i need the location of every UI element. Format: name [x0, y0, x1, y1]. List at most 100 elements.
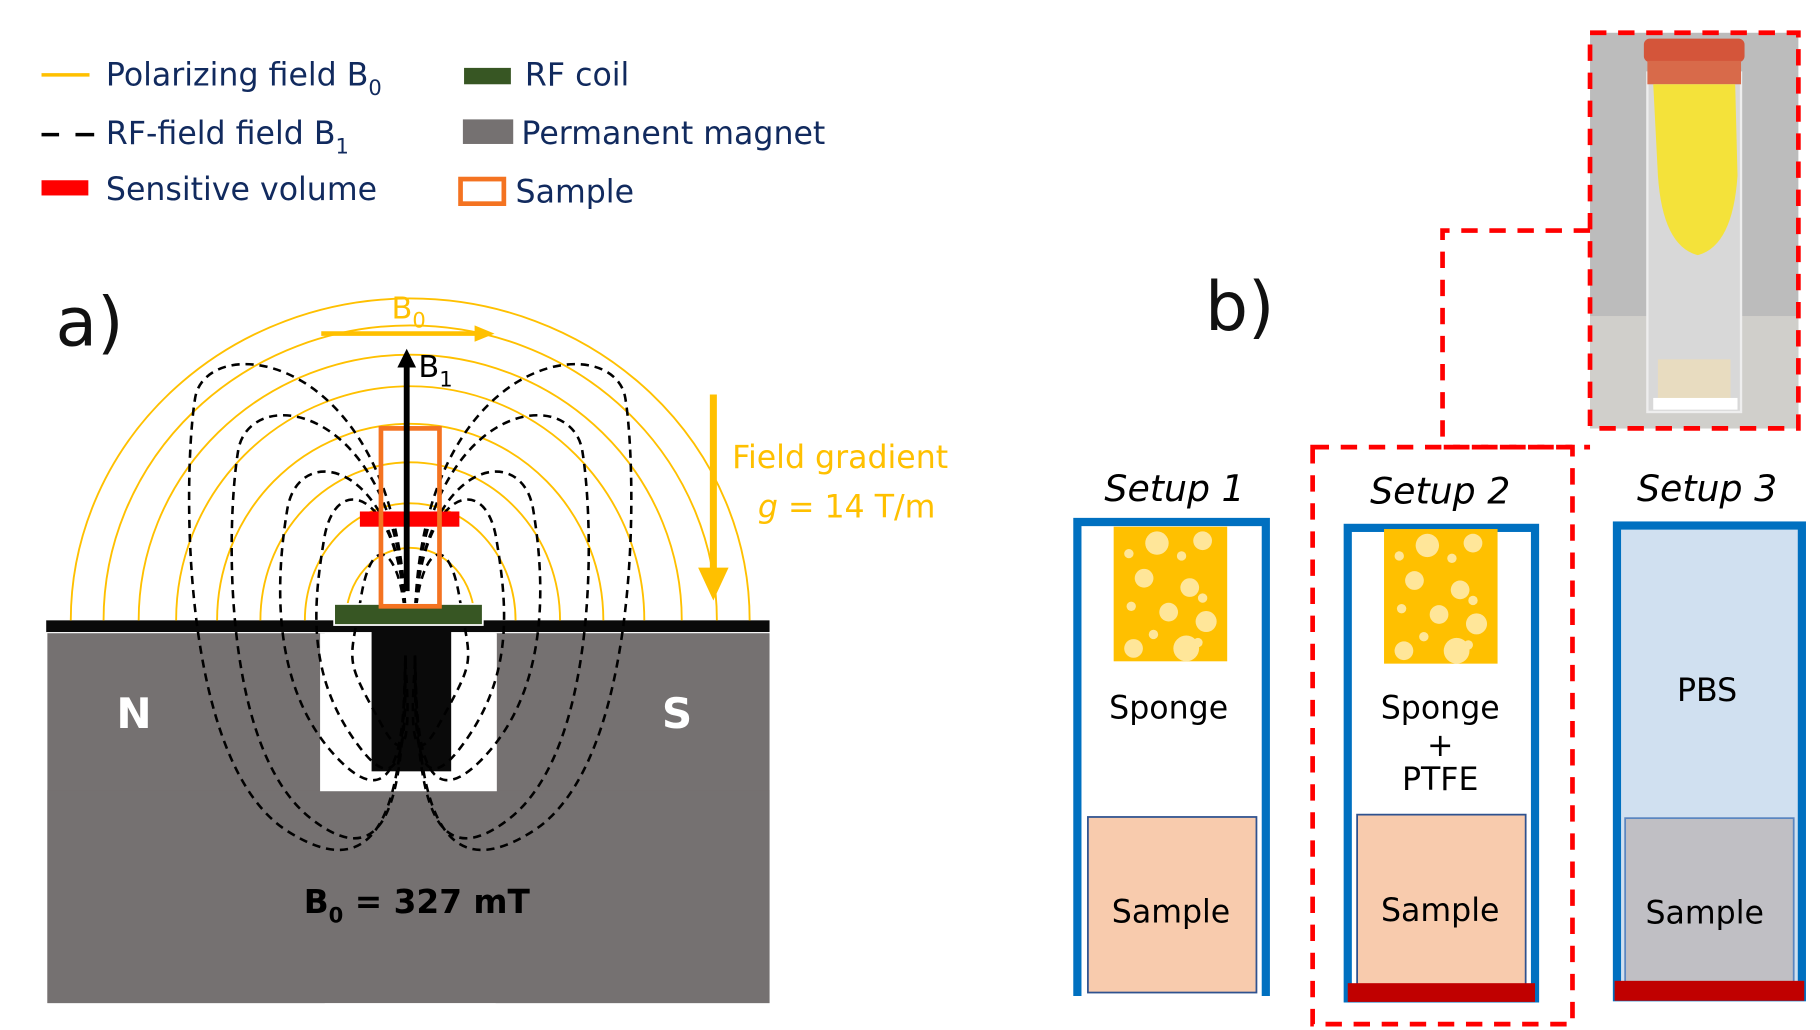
vial-sponge	[1653, 84, 1738, 256]
setup-title: Setup 2	[1370, 469, 1510, 512]
gradient-variable: g	[758, 489, 778, 525]
b0-field-arc	[137, 353, 683, 621]
b1-field-loop	[315, 498, 407, 770]
sponge-pore	[1145, 531, 1169, 555]
legend-label: RF coil	[525, 57, 629, 93]
setup-3: Setup 3 PBS Sample	[1612, 467, 1806, 1002]
legend: Polarizing field B0 RF-field field B1 Se…	[41, 57, 825, 210]
b0-value-subscript: 0	[329, 902, 344, 927]
panel-a: a) B1 B0	[46, 283, 948, 1004]
b1-field-loop	[278, 470, 407, 782]
sponge-pore	[1463, 533, 1483, 553]
sponge-pore	[1415, 533, 1440, 558]
sample-block	[1624, 817, 1795, 986]
sponge-pore	[1159, 602, 1179, 622]
ptfe-base	[1347, 983, 1536, 1002]
legend-item-polarizing-field: Polarizing field B0	[41, 57, 382, 100]
legend-label: Permanent magnet	[521, 116, 825, 152]
legend-item-rf-field: RF-field field B1	[41, 116, 349, 158]
vial-photo	[1587, 30, 1801, 431]
legend-subscript: 0	[368, 75, 381, 100]
sample-label: Sample	[1646, 895, 1764, 931]
b1-label: B	[418, 350, 439, 385]
gradient-value: = 14 T/m	[778, 489, 936, 525]
ptfe-base	[1614, 980, 1805, 1001]
sponge-icon	[1113, 526, 1228, 662]
b1-arrow	[397, 348, 417, 592]
sponge-pore	[1124, 548, 1134, 559]
sponge-pore	[1443, 637, 1470, 664]
svg-text:Polarizing field B0: Polarizing field B0	[106, 57, 382, 99]
surface-plate	[46, 620, 770, 633]
sponge-pore	[1447, 553, 1457, 563]
sponge-pore	[1429, 605, 1449, 624]
sponge-pore	[1405, 571, 1424, 590]
legend-subscript: 1	[336, 133, 349, 158]
sponge-pore	[1134, 568, 1154, 588]
legend-label: RF-field field B	[106, 116, 336, 152]
vial-cap	[1643, 38, 1745, 63]
b0-field-arc	[216, 422, 605, 621]
north-pole-label: N	[116, 689, 151, 738]
legend-label: Polarizing field B	[106, 57, 369, 93]
filler-label: Sponge	[1381, 691, 1500, 727]
b1-field-loop	[413, 498, 506, 770]
sample-block	[1356, 813, 1527, 989]
field-gradient-label: Field gradient	[732, 440, 948, 476]
b0-value-prefix: B	[304, 883, 329, 921]
setup-2: Setup 2 Sponge + PTFE Sample	[1343, 469, 1540, 1003]
b1-field-loop	[230, 414, 407, 840]
sponge-pore	[1463, 640, 1473, 650]
legend-label: Sample	[516, 174, 634, 210]
sponge-icon	[1384, 529, 1498, 664]
svg-text:g = 14 T/m: g = 14 T/m	[758, 489, 936, 525]
filler-label: +	[1427, 728, 1453, 764]
b0-label: B	[391, 291, 412, 326]
sponge-pore	[1419, 632, 1429, 642]
sponge-pore	[1195, 610, 1217, 633]
b1-field-loop	[187, 362, 407, 852]
b1-field-loop	[413, 414, 591, 840]
b0-field-arc	[102, 324, 718, 621]
sponge-pore	[1465, 613, 1488, 635]
legend-item-sensitive-volume: Sensitive volume	[41, 172, 377, 208]
sample-label: Sample	[1112, 894, 1230, 930]
b0-field-lines	[69, 297, 751, 621]
sponge-pore	[1197, 593, 1208, 603]
svg-text:B0 = 327 mT: B0 = 327 mT	[304, 883, 531, 927]
setup-title: Setup 3	[1637, 467, 1777, 510]
b0-field-arc	[344, 546, 476, 621]
sponge-pore	[1193, 637, 1203, 648]
sponge-pore	[1450, 580, 1470, 600]
magnet-core	[371, 629, 452, 772]
sponge-pore	[1394, 551, 1404, 561]
legend-item-permanent-magnet: Permanent magnet	[462, 116, 825, 152]
svg-text:RF-field field B1: RF-field field B1	[106, 116, 349, 158]
sponge-pore	[1173, 635, 1200, 662]
orange-outline-box-icon	[458, 176, 507, 206]
b1-field-lines	[187, 362, 633, 852]
svg-text:B0: B0	[391, 291, 425, 332]
sponge-pore	[1126, 601, 1136, 611]
sample-label: Sample	[1381, 893, 1499, 929]
permanent-magnet-bottom	[47, 790, 770, 1004]
legend-label: Sensitive volume	[106, 172, 377, 208]
panel-b: b) Setup 1 Sponge Sample Set	[1073, 30, 1806, 1027]
field-gradient-arrow	[698, 394, 729, 601]
sponge-body	[1113, 526, 1228, 662]
panel-b-label: b)	[1205, 268, 1275, 347]
green-bar-icon	[464, 67, 511, 85]
svg-text:B1: B1	[418, 350, 452, 391]
sponge-pore	[1148, 629, 1159, 640]
panel-a-label: a)	[56, 283, 124, 362]
b0-field-arc	[175, 385, 646, 621]
b1-field-loop	[413, 362, 633, 852]
sponge-pore	[1176, 551, 1187, 561]
setup-1: Setup 1 Sponge Sample	[1073, 467, 1270, 997]
tube-outline	[1073, 517, 1270, 997]
sponge-pore	[1193, 531, 1212, 551]
sample-block	[1087, 816, 1258, 994]
sample-outline	[378, 426, 442, 609]
b0-arrow	[321, 325, 495, 342]
